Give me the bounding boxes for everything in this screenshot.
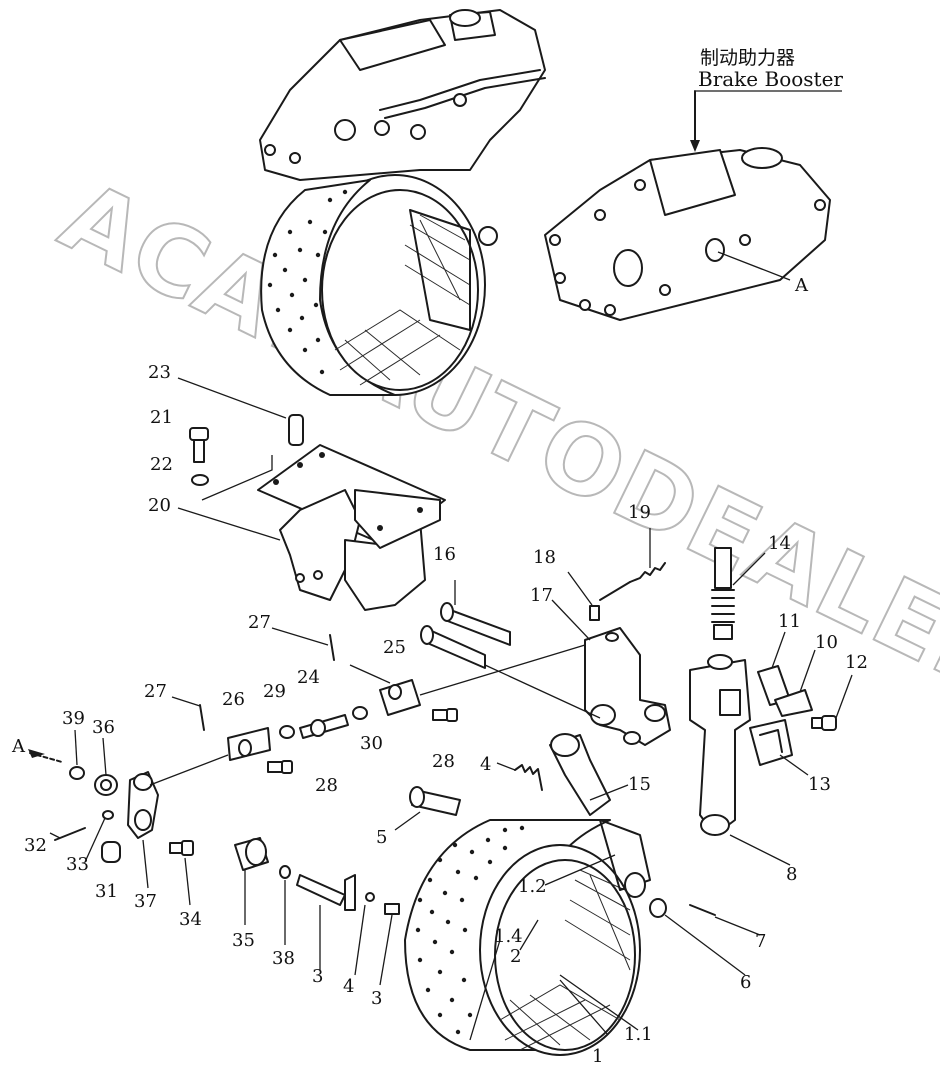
brake-booster bbox=[544, 147, 831, 321]
lever-37 bbox=[127, 771, 159, 839]
bolt-28-upper bbox=[432, 708, 458, 722]
bolt-34 bbox=[169, 840, 194, 856]
label-21: 21 bbox=[150, 407, 173, 428]
label-38: 38 bbox=[272, 948, 295, 969]
bushing-31 bbox=[101, 841, 121, 863]
label-14: 14 bbox=[768, 533, 791, 554]
bushing-35 bbox=[234, 837, 269, 871]
pin-23 bbox=[288, 414, 304, 446]
label-37: 37 bbox=[134, 891, 157, 912]
label-25: 25 bbox=[383, 637, 406, 658]
band-holes bbox=[415, 825, 525, 1035]
title-leader-arrow bbox=[690, 140, 700, 152]
label-27-top: 27 bbox=[248, 612, 271, 633]
fitting-18 bbox=[589, 605, 600, 621]
label-7: 6 bbox=[740, 972, 751, 993]
label-1: 1 bbox=[592, 1046, 603, 1067]
label-12: 12 bbox=[845, 652, 868, 673]
part-labels: 23 21 22 20 27 27 39 36 A 26 29 24 25 30… bbox=[11, 275, 868, 1067]
label-8: 7 bbox=[755, 931, 766, 952]
label-27-left: 27 bbox=[144, 681, 167, 702]
label-2: 3 bbox=[312, 966, 323, 987]
label-26: 26 bbox=[222, 689, 245, 710]
label-39: 39 bbox=[62, 708, 85, 729]
spring-19 bbox=[599, 562, 666, 601]
drum-holes bbox=[267, 189, 348, 375]
label-6: 5 bbox=[376, 827, 387, 848]
title-english: Brake Booster bbox=[698, 67, 843, 91]
label-20: 20 bbox=[148, 495, 171, 516]
label-22: 22 bbox=[150, 454, 173, 475]
pin-27-top bbox=[329, 634, 335, 661]
spring-5 bbox=[514, 764, 543, 791]
lever-15 bbox=[549, 733, 611, 816]
pin-2 bbox=[296, 874, 356, 911]
bolt-12 bbox=[811, 715, 837, 731]
bolt-3 bbox=[384, 903, 400, 915]
clevis-26 bbox=[227, 727, 271, 761]
label-30: 30 bbox=[360, 733, 383, 754]
label-4: 4 bbox=[343, 976, 354, 997]
brake-housing-assembly bbox=[259, 9, 546, 396]
label-23: 23 bbox=[148, 362, 171, 383]
ring-7 bbox=[649, 898, 667, 918]
cylinder-9 bbox=[689, 654, 751, 836]
clevis-25 bbox=[379, 679, 421, 716]
block-13 bbox=[749, 719, 793, 766]
brake-booster-title: 制动助力器 Brake Booster bbox=[690, 47, 843, 152]
nut-30 bbox=[352, 706, 368, 720]
label-5: 4 bbox=[480, 754, 491, 775]
label-1-2: 1.2 bbox=[518, 876, 547, 897]
bolt-28-lower bbox=[267, 760, 293, 774]
leader-lines bbox=[49, 377, 853, 1041]
label-31: 31 bbox=[95, 881, 118, 902]
rod-14 bbox=[711, 547, 735, 640]
adjuster-24 bbox=[299, 714, 349, 739]
nut-29 bbox=[279, 725, 295, 739]
label-35: 35 bbox=[232, 930, 255, 951]
plate-10 bbox=[774, 689, 813, 717]
label-18: 18 bbox=[533, 547, 556, 568]
title-chinese: 制动助力器 bbox=[700, 47, 795, 69]
lever-17 bbox=[584, 627, 671, 746]
label-11: 11 bbox=[778, 611, 801, 632]
washer-4 bbox=[365, 892, 375, 902]
label-10: 10 bbox=[815, 632, 838, 653]
washer-22 bbox=[191, 474, 209, 486]
label-28-lower: 28 bbox=[315, 775, 338, 796]
label-16: 16 bbox=[433, 544, 456, 565]
washer-33 bbox=[102, 810, 114, 820]
leader-20-bolt bbox=[201, 455, 273, 501]
ring-39 bbox=[69, 766, 85, 780]
label-32: 32 bbox=[24, 835, 47, 856]
label-a-booster: A bbox=[794, 275, 809, 296]
view-arrow-a bbox=[28, 749, 63, 763]
washer-38 bbox=[279, 865, 291, 879]
label-9: 8 bbox=[786, 864, 797, 885]
label-19: 19 bbox=[628, 502, 651, 523]
pin-27-left bbox=[199, 704, 205, 731]
label-28-upper: 28 bbox=[432, 751, 455, 772]
label-33: 33 bbox=[66, 854, 89, 875]
label-13: 13 bbox=[808, 774, 831, 795]
bracket-20 bbox=[257, 444, 446, 611]
bolt-21 bbox=[189, 427, 209, 463]
label-1-3: 1.4 bbox=[494, 926, 523, 947]
pin-6 bbox=[409, 786, 461, 816]
bushing-36 bbox=[94, 774, 118, 796]
label-17: 17 bbox=[530, 585, 553, 606]
label-15: 15 bbox=[628, 774, 651, 795]
label-24: 24 bbox=[297, 667, 320, 688]
pin-16 bbox=[420, 602, 511, 669]
label-1-4: 2 bbox=[510, 946, 521, 967]
label-1-1: 1.1 bbox=[624, 1024, 653, 1045]
label-36: 36 bbox=[92, 717, 115, 738]
brake-band-1 bbox=[404, 819, 667, 1056]
label-3: 3 bbox=[371, 988, 382, 1009]
label-a-arrow: A bbox=[11, 736, 26, 757]
label-29: 29 bbox=[263, 681, 286, 702]
label-34: 34 bbox=[179, 909, 202, 930]
pin-8 bbox=[689, 904, 716, 916]
